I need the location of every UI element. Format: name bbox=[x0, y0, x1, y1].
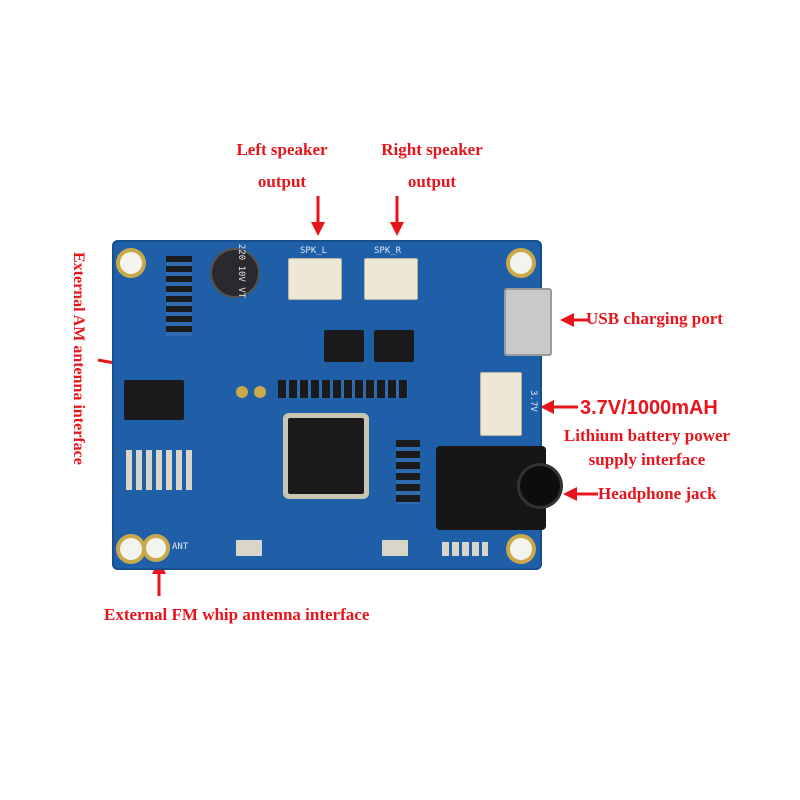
left-speaker-label: Left speaker output bbox=[216, 138, 348, 194]
arrow-headphone bbox=[563, 487, 598, 501]
headphone-label: Headphone jack bbox=[598, 484, 717, 503]
am-antenna-pad-2 bbox=[254, 386, 266, 398]
left-speaker-label-line2: output bbox=[257, 172, 307, 191]
mounting-hole-tl bbox=[120, 252, 142, 274]
left-speaker-label-line1: Left speaker bbox=[236, 140, 328, 159]
header-pins-left bbox=[166, 256, 192, 336]
right-speaker-label-line2: output bbox=[407, 172, 457, 191]
mcu-chip bbox=[288, 418, 364, 494]
battery-voltage-silk: 3.7V bbox=[527, 390, 538, 412]
mounting-hole-bl bbox=[120, 538, 142, 560]
arrow-right-speaker bbox=[390, 196, 404, 236]
component-strip bbox=[278, 380, 408, 398]
right-speaker-label-line1: Right speaker bbox=[381, 140, 483, 159]
battery-label-line3: supply interface bbox=[588, 450, 706, 469]
arrow-left-speaker bbox=[311, 196, 325, 236]
usb-port-label: USB charging port bbox=[586, 309, 723, 328]
battery-label: Lithium battery power supply interface bbox=[534, 424, 760, 472]
fm-antenna-pad bbox=[146, 538, 166, 558]
electrolytic-capacitor: 220 10V VT bbox=[210, 244, 260, 298]
battery-voltage-label: 3.7V/1000mAH bbox=[580, 397, 718, 419]
led-left bbox=[236, 540, 262, 556]
amp-chip-1 bbox=[324, 330, 364, 362]
header-pins-bottom bbox=[442, 542, 488, 556]
am-antenna-pad-1 bbox=[236, 386, 248, 398]
headphone-socket bbox=[520, 466, 560, 506]
mounting-hole-br bbox=[510, 538, 532, 560]
battery-connector bbox=[480, 372, 522, 436]
right-speaker-connector bbox=[364, 258, 418, 300]
arrow-battery bbox=[540, 400, 578, 414]
spk-left-silk: SPK_L bbox=[300, 246, 328, 256]
battery-label-line2: Lithium battery power bbox=[563, 426, 731, 445]
pcb-board: 220 10V VT SPK_L SPK_R 3.7V ANT bbox=[112, 240, 560, 570]
arrow-usb bbox=[560, 313, 588, 327]
capacitor-marking: 220 10V VT bbox=[236, 243, 247, 299]
fm-antenna-label: External FM whip antenna interface bbox=[104, 605, 370, 624]
led-right bbox=[382, 540, 408, 556]
mounting-hole-tr bbox=[510, 252, 532, 274]
ant-silk: ANT bbox=[172, 542, 189, 552]
amp-chip-2 bbox=[374, 330, 414, 362]
passives-left bbox=[126, 450, 196, 490]
passives-right bbox=[396, 440, 420, 504]
spk-right-silk: SPK_R bbox=[374, 246, 402, 256]
right-speaker-label: Right speaker output bbox=[362, 138, 502, 194]
usb-port bbox=[504, 288, 552, 356]
left-speaker-connector bbox=[288, 258, 342, 300]
headphone-jack bbox=[436, 446, 560, 530]
radio-ic bbox=[124, 380, 184, 420]
